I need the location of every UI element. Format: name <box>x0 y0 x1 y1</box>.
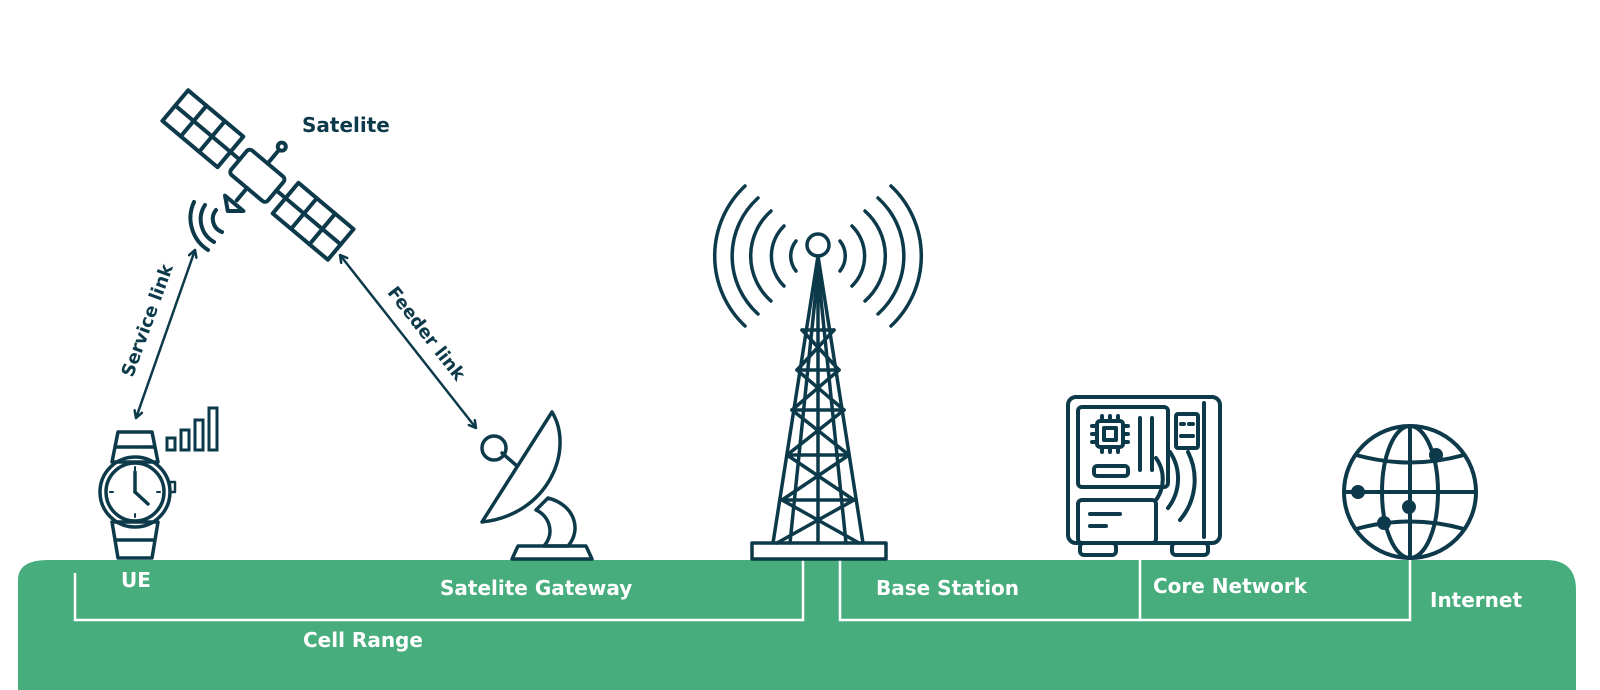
feeder-link-arrow <box>340 255 476 428</box>
cell-range-label: Cell Range <box>303 628 423 652</box>
globe-icon <box>1342 424 1478 560</box>
core-network-label: Core Network <box>1153 574 1308 598</box>
satellite-label: Satelite <box>302 113 390 137</box>
satellite-gateway-label: Satelite Gateway <box>440 576 633 600</box>
cell-tower-icon <box>712 184 924 561</box>
smartwatch-icon <box>98 430 177 560</box>
satellite-dish-icon <box>480 410 594 561</box>
internet-label: Internet <box>1430 588 1523 612</box>
base-station-label: Base Station <box>876 576 1020 600</box>
satellite-icon <box>160 88 356 262</box>
service-link-arrow <box>136 250 195 418</box>
server-icon <box>1066 395 1222 557</box>
range-brackets <box>73 560 1412 622</box>
ue-label: UE <box>121 568 151 592</box>
ground-band <box>18 560 1576 690</box>
signal-bars-icon <box>165 406 219 452</box>
